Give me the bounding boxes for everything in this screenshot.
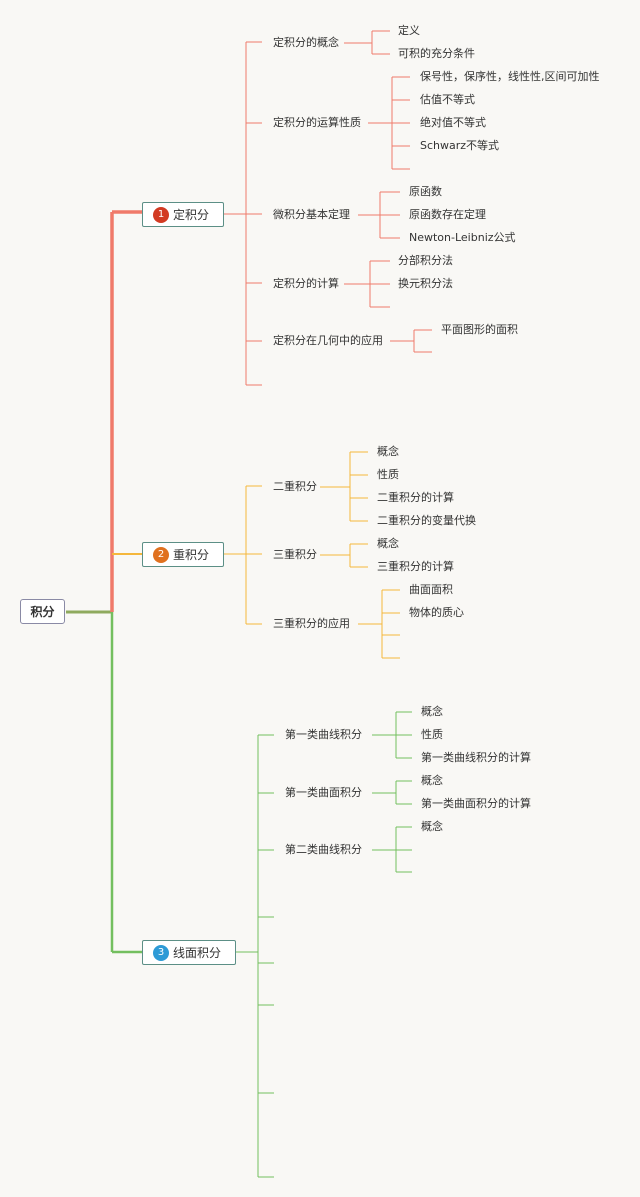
leaf-double-change-of-variables[interactable]: 二重积分的变量代换: [377, 514, 476, 527]
topic-line-integral-type2[interactable]: 第二类曲线积分: [285, 843, 362, 856]
branch-3-node[interactable]: 3 线面积分: [142, 940, 236, 965]
leaf-antiderivative[interactable]: 原函数: [409, 185, 442, 198]
leaf-integrability-condition[interactable]: 可积的充分条件: [398, 47, 475, 60]
leaf-schwarz-inequality[interactable]: Schwarz不等式: [420, 139, 500, 152]
leaf-estimate-inequality[interactable]: 估值不等式: [420, 93, 475, 106]
branch-1-node[interactable]: 1 定积分: [142, 202, 224, 227]
topic-line-integral-type1[interactable]: 第一类曲线积分: [285, 728, 362, 741]
leaf-line1-properties[interactable]: 性质: [421, 728, 443, 741]
leaf-triple-computation[interactable]: 三重积分的计算: [377, 560, 454, 573]
leaf-center-of-mass[interactable]: 物体的质心: [409, 606, 464, 619]
branch-2-label: 重积分: [173, 548, 210, 562]
leaf-plane-area[interactable]: 平面图形的面积: [441, 323, 518, 336]
topic-fundamental-theorem[interactable]: 微积分基本定理: [273, 208, 350, 221]
topic-double-integral[interactable]: 二重积分: [273, 480, 317, 493]
leaf-surface1-computation[interactable]: 第一类曲面积分的计算: [421, 797, 531, 810]
leaf-absolute-value-inequality[interactable]: 绝对值不等式: [420, 116, 486, 129]
leaf-surface-area[interactable]: 曲面面积: [409, 583, 453, 596]
leaf-triple-concept[interactable]: 概念: [377, 537, 399, 550]
leaf-substitution[interactable]: 换元积分法: [398, 277, 453, 290]
leaf-line1-concept[interactable]: 概念: [421, 705, 443, 718]
leaf-integration-by-parts[interactable]: 分部积分法: [398, 254, 453, 267]
branch-1-label: 定积分: [173, 208, 210, 222]
leaf-surface1-concept[interactable]: 概念: [421, 774, 443, 787]
topic-triple-application[interactable]: 三重积分的应用: [273, 617, 350, 630]
topic-surface-integral-type1[interactable]: 第一类曲面积分: [285, 786, 362, 799]
leaf-newton-leibniz[interactable]: Newton-Leibniz公式: [409, 231, 516, 244]
leaf-double-properties[interactable]: 性质: [377, 468, 399, 481]
leaf-double-computation[interactable]: 二重积分的计算: [377, 491, 454, 504]
topic-triple-integral[interactable]: 三重积分: [273, 548, 317, 561]
topic-integral-computation[interactable]: 定积分的计算: [273, 277, 339, 290]
branch-3-label: 线面积分: [173, 946, 222, 960]
branch-2-badge: 2: [153, 546, 169, 563]
leaf-antiderivative-existence[interactable]: 原函数存在定理: [409, 208, 486, 221]
topic-operation-properties[interactable]: 定积分的运算性质: [273, 116, 361, 129]
root-node[interactable]: 积分: [20, 599, 65, 624]
topic-geometry-application[interactable]: 定积分在几何中的应用: [273, 334, 383, 347]
topic-definite-integral-concept[interactable]: 定积分的概念: [273, 36, 339, 49]
branch-2-node[interactable]: 2 重积分: [142, 542, 224, 567]
leaf-double-concept[interactable]: 概念: [377, 445, 399, 458]
branch-1-badge: 1: [153, 206, 169, 223]
root-label: 积分: [30, 605, 55, 619]
branch-3-badge: 3: [153, 944, 169, 961]
leaf-sign-order-linearity[interactable]: 保号性，保序性，线性性,区间可加性: [420, 70, 600, 83]
leaf-line2-concept[interactable]: 概念: [421, 820, 443, 833]
leaf-line1-computation[interactable]: 第一类曲线积分的计算: [421, 751, 531, 764]
leaf-definition[interactable]: 定义: [398, 24, 420, 37]
